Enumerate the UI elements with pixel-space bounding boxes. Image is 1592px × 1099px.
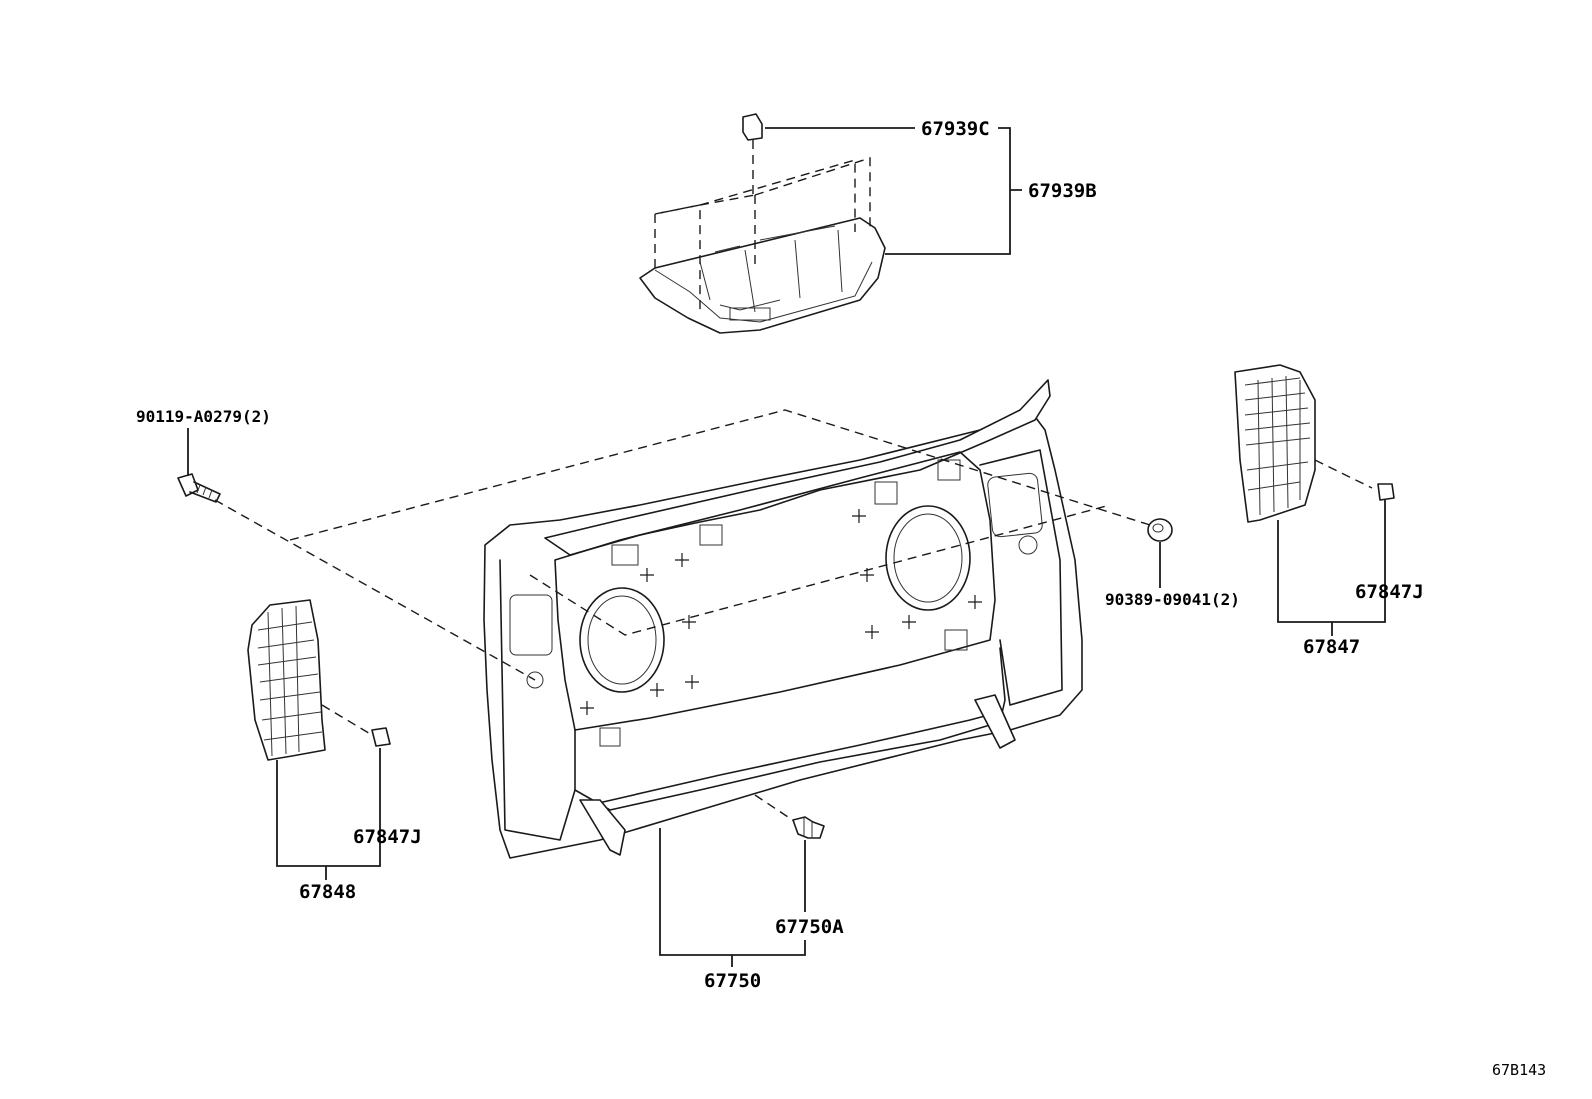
right-lamp-assembly	[1234, 364, 1373, 523]
left-lamp-assembly	[247, 599, 373, 761]
nut-90389	[1147, 518, 1173, 542]
upper-cover-part	[639, 217, 886, 334]
left-lamp-socket-67847j	[371, 727, 391, 747]
bolt-90119	[177, 473, 221, 503]
label-67848: 67848	[299, 881, 356, 903]
leader-67848-group	[276, 748, 381, 880]
diagram-reference-number: 67B143	[1492, 1061, 1546, 1079]
right-lamp-socket-67847j	[1377, 483, 1395, 501]
leader-67847-group	[1277, 500, 1386, 636]
label-67750a: 67750A	[775, 916, 844, 938]
clip-67939c	[742, 113, 763, 195]
label-90119: 90119-A0279(2)	[136, 407, 271, 426]
label-67750: 67750	[704, 970, 761, 992]
label-67847j-right: 67847J	[1355, 581, 1424, 603]
panel-mounting-marks	[580, 509, 982, 715]
leader-67939b	[885, 127, 1022, 255]
label-67847j-left: 67847J	[353, 826, 422, 848]
label-67847: 67847	[1303, 636, 1360, 658]
label-67939c: 67939C	[921, 118, 990, 140]
label-90389: 90389-09041(2)	[1105, 590, 1240, 609]
clip-67750a	[792, 816, 825, 839]
leader-67750-group	[659, 828, 806, 967]
label-67939b: 67939B	[1028, 180, 1097, 202]
back-door-trim-panel	[483, 379, 1083, 859]
cover-assembly-guides	[654, 157, 871, 310]
